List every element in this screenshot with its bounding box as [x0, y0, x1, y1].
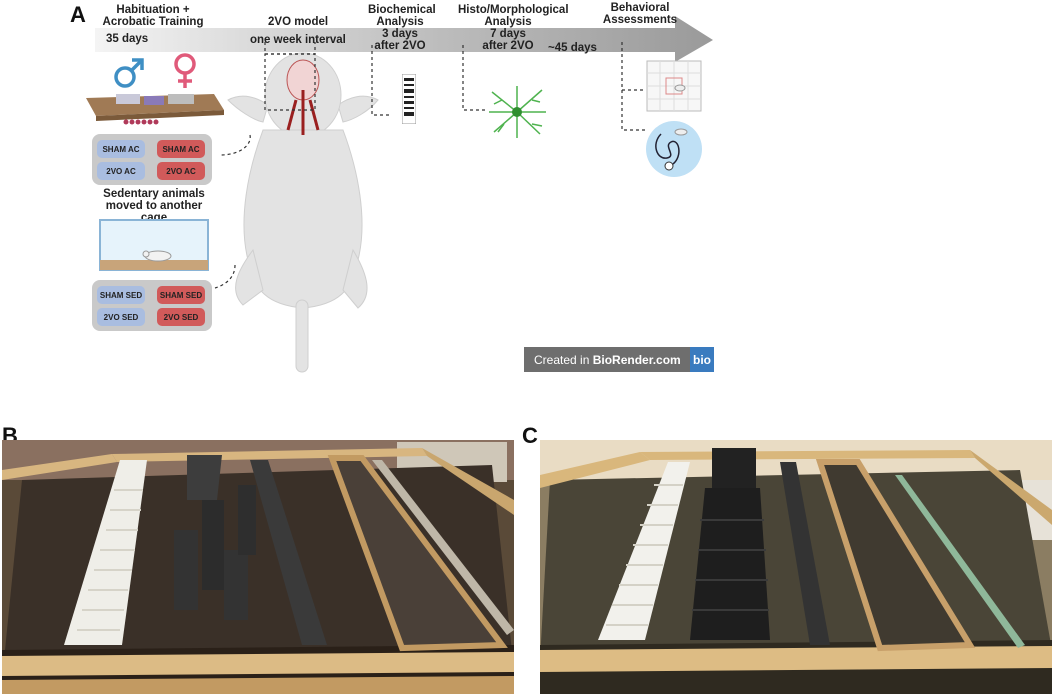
badge-brand-text: BioRender.com — [592, 352, 681, 367]
rat-body-icon — [227, 52, 379, 373]
callout-arrows — [214, 40, 645, 289]
panel-label-a: A — [70, 2, 86, 27]
photo-b-scene — [2, 440, 514, 694]
photo-b — [2, 440, 514, 694]
panel-label-c: C — [522, 423, 538, 448]
barcode-icon — [402, 74, 416, 124]
days-45-label: ~45 days — [548, 42, 597, 54]
biorender-badge: Created in BioRender.com bio — [524, 347, 714, 372]
timeline-arrow — [95, 16, 713, 62]
group-chip-2vo-ac: 2VO AC — [97, 162, 145, 180]
open-field-icon — [646, 60, 702, 112]
group-chip-sham-ac-2: SHAM AC — [157, 140, 205, 158]
model-label: 2VO model — [268, 16, 329, 28]
water-maze-icon — [646, 121, 702, 177]
photo-c — [540, 440, 1052, 694]
group-chip-2vo-ac-2: 2VO AC — [157, 162, 205, 180]
interval-label: one week interval — [250, 34, 346, 46]
histo-label: Histo/Morphological Analysis 7 days afte… — [458, 4, 569, 52]
model-callout-lines — [264, 42, 316, 111]
biorender-logo-icon: bio — [690, 347, 714, 372]
group-chip-2vo-sed: 2VO SED — [97, 308, 145, 326]
female-icon — [174, 53, 196, 88]
training-platform-icon — [86, 94, 224, 125]
sed-groups-box: SHAM SED SHAM SED 2VO SED 2VO SED — [92, 280, 212, 331]
neuron-icon — [489, 86, 546, 138]
group-chip-sham-sed-2: SHAM SED — [157, 286, 205, 304]
behavioral-label: Behavioral Assessments — [602, 2, 678, 26]
badge-created-text: Created in — [534, 352, 593, 367]
group-chip-sham-sed: SHAM SED — [97, 286, 145, 304]
group-chip-sham-ac: SHAM AC — [97, 140, 145, 158]
group-chip-2vo-sed-2: 2VO SED — [157, 308, 205, 326]
male-icon — [114, 58, 144, 88]
cage-icon — [99, 219, 209, 271]
ac-groups-box: SHAM AC SHAM AC 2VO AC 2VO AC — [92, 134, 212, 185]
photo-c-scene — [540, 440, 1052, 694]
biochemical-label: Biochemical Analysis 3 days after 2VO — [368, 4, 436, 52]
days-35-label: 35 days — [106, 33, 149, 45]
habituation-label: Habituation + Acrobatic Training — [102, 4, 204, 28]
